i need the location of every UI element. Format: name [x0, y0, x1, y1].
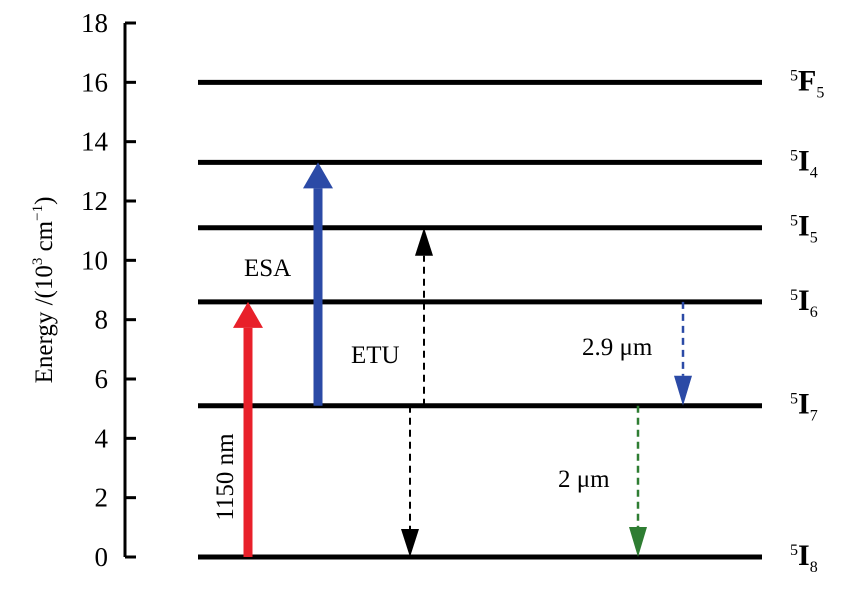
- level-5I4-sup: 5: [790, 147, 798, 164]
- level-5I8-main: I: [798, 539, 810, 572]
- transition-etu-down: [401, 405, 419, 557]
- pump-label: 1150 nm: [212, 433, 239, 521]
- y-tick-label-14: 14: [81, 127, 109, 157]
- transition-pump-1150: [233, 301, 263, 557]
- y-axis-title-exp2: −1: [30, 205, 46, 221]
- level-5I4-sub: 4: [810, 164, 818, 181]
- pump-1150-arrowhead: [233, 301, 263, 328]
- etu-down-arrowhead: [401, 529, 419, 557]
- y-axis-ticks: 0 2 4 6 8 10 12 14 16 18: [81, 8, 136, 572]
- y-axis-title-exp1: 3: [30, 258, 46, 266]
- level-5I8-sub: 8: [810, 559, 818, 576]
- etu-label: ETU: [351, 342, 400, 369]
- level-5I5-main: I: [798, 210, 810, 243]
- level-label-5F5: 5F5: [790, 64, 824, 101]
- emission-2.9um-arrowhead: [674, 375, 692, 406]
- transition-emission-2um: [629, 405, 647, 557]
- y-axis-title-prefix: Energy /(10: [31, 265, 58, 383]
- emission-2um-arrowhead: [629, 527, 647, 557]
- level-5F5-sub: 5: [816, 84, 824, 101]
- level-label-5I7: 5I7: [790, 388, 818, 425]
- transition-esa: [303, 162, 333, 406]
- level-5I4-main: I: [798, 144, 810, 177]
- level-label-5I4: 5I4: [790, 144, 818, 181]
- transition-emission-2.9um: [674, 301, 692, 406]
- transition-etu-up: [415, 227, 433, 406]
- level-label-5I8: 5I8: [790, 539, 818, 576]
- y-axis-title-suffix: ): [31, 197, 58, 205]
- y-tick-label-10: 10: [81, 245, 108, 275]
- y-tick-label-8: 8: [95, 305, 109, 335]
- level-5I7-sup: 5: [790, 391, 798, 408]
- level-5I6-sub: 6: [810, 304, 818, 321]
- level-5F5-sup: 5: [790, 67, 798, 84]
- level-label-5I5: 5I5: [790, 210, 818, 247]
- esa-label: ESA: [244, 255, 291, 282]
- y-axis-title-mid: cm: [31, 220, 58, 257]
- level-5I7-main: I: [798, 388, 810, 421]
- esa-arrowhead: [303, 162, 333, 189]
- y-tick-label-12: 12: [81, 186, 108, 216]
- emission-2um-label: 2 μm: [558, 466, 610, 493]
- y-tick-label-18: 18: [81, 8, 108, 38]
- y-tick-label-2: 2: [95, 483, 109, 513]
- y-tick-label-0: 0: [95, 542, 109, 572]
- level-5F5-main: F: [798, 64, 816, 97]
- etu-up-arrowhead: [415, 227, 433, 256]
- y-tick-label-4: 4: [95, 423, 109, 453]
- level-5I5-sub: 5: [810, 230, 818, 247]
- emission-2.9um-label: 2.9 μm: [582, 334, 653, 361]
- y-tick-label-16: 16: [81, 67, 108, 97]
- level-5I6-main: I: [798, 284, 810, 317]
- level-label-5I6: 5I6: [790, 284, 818, 321]
- y-tick-label-6: 6: [95, 364, 109, 394]
- level-5I5-sup: 5: [790, 213, 798, 230]
- level-5I6-sup: 5: [790, 287, 798, 304]
- level-5I8-sup: 5: [790, 542, 798, 559]
- level-5I7-sub: 7: [810, 408, 818, 425]
- y-axis-title: Energy /(103 cm−1): [30, 197, 58, 384]
